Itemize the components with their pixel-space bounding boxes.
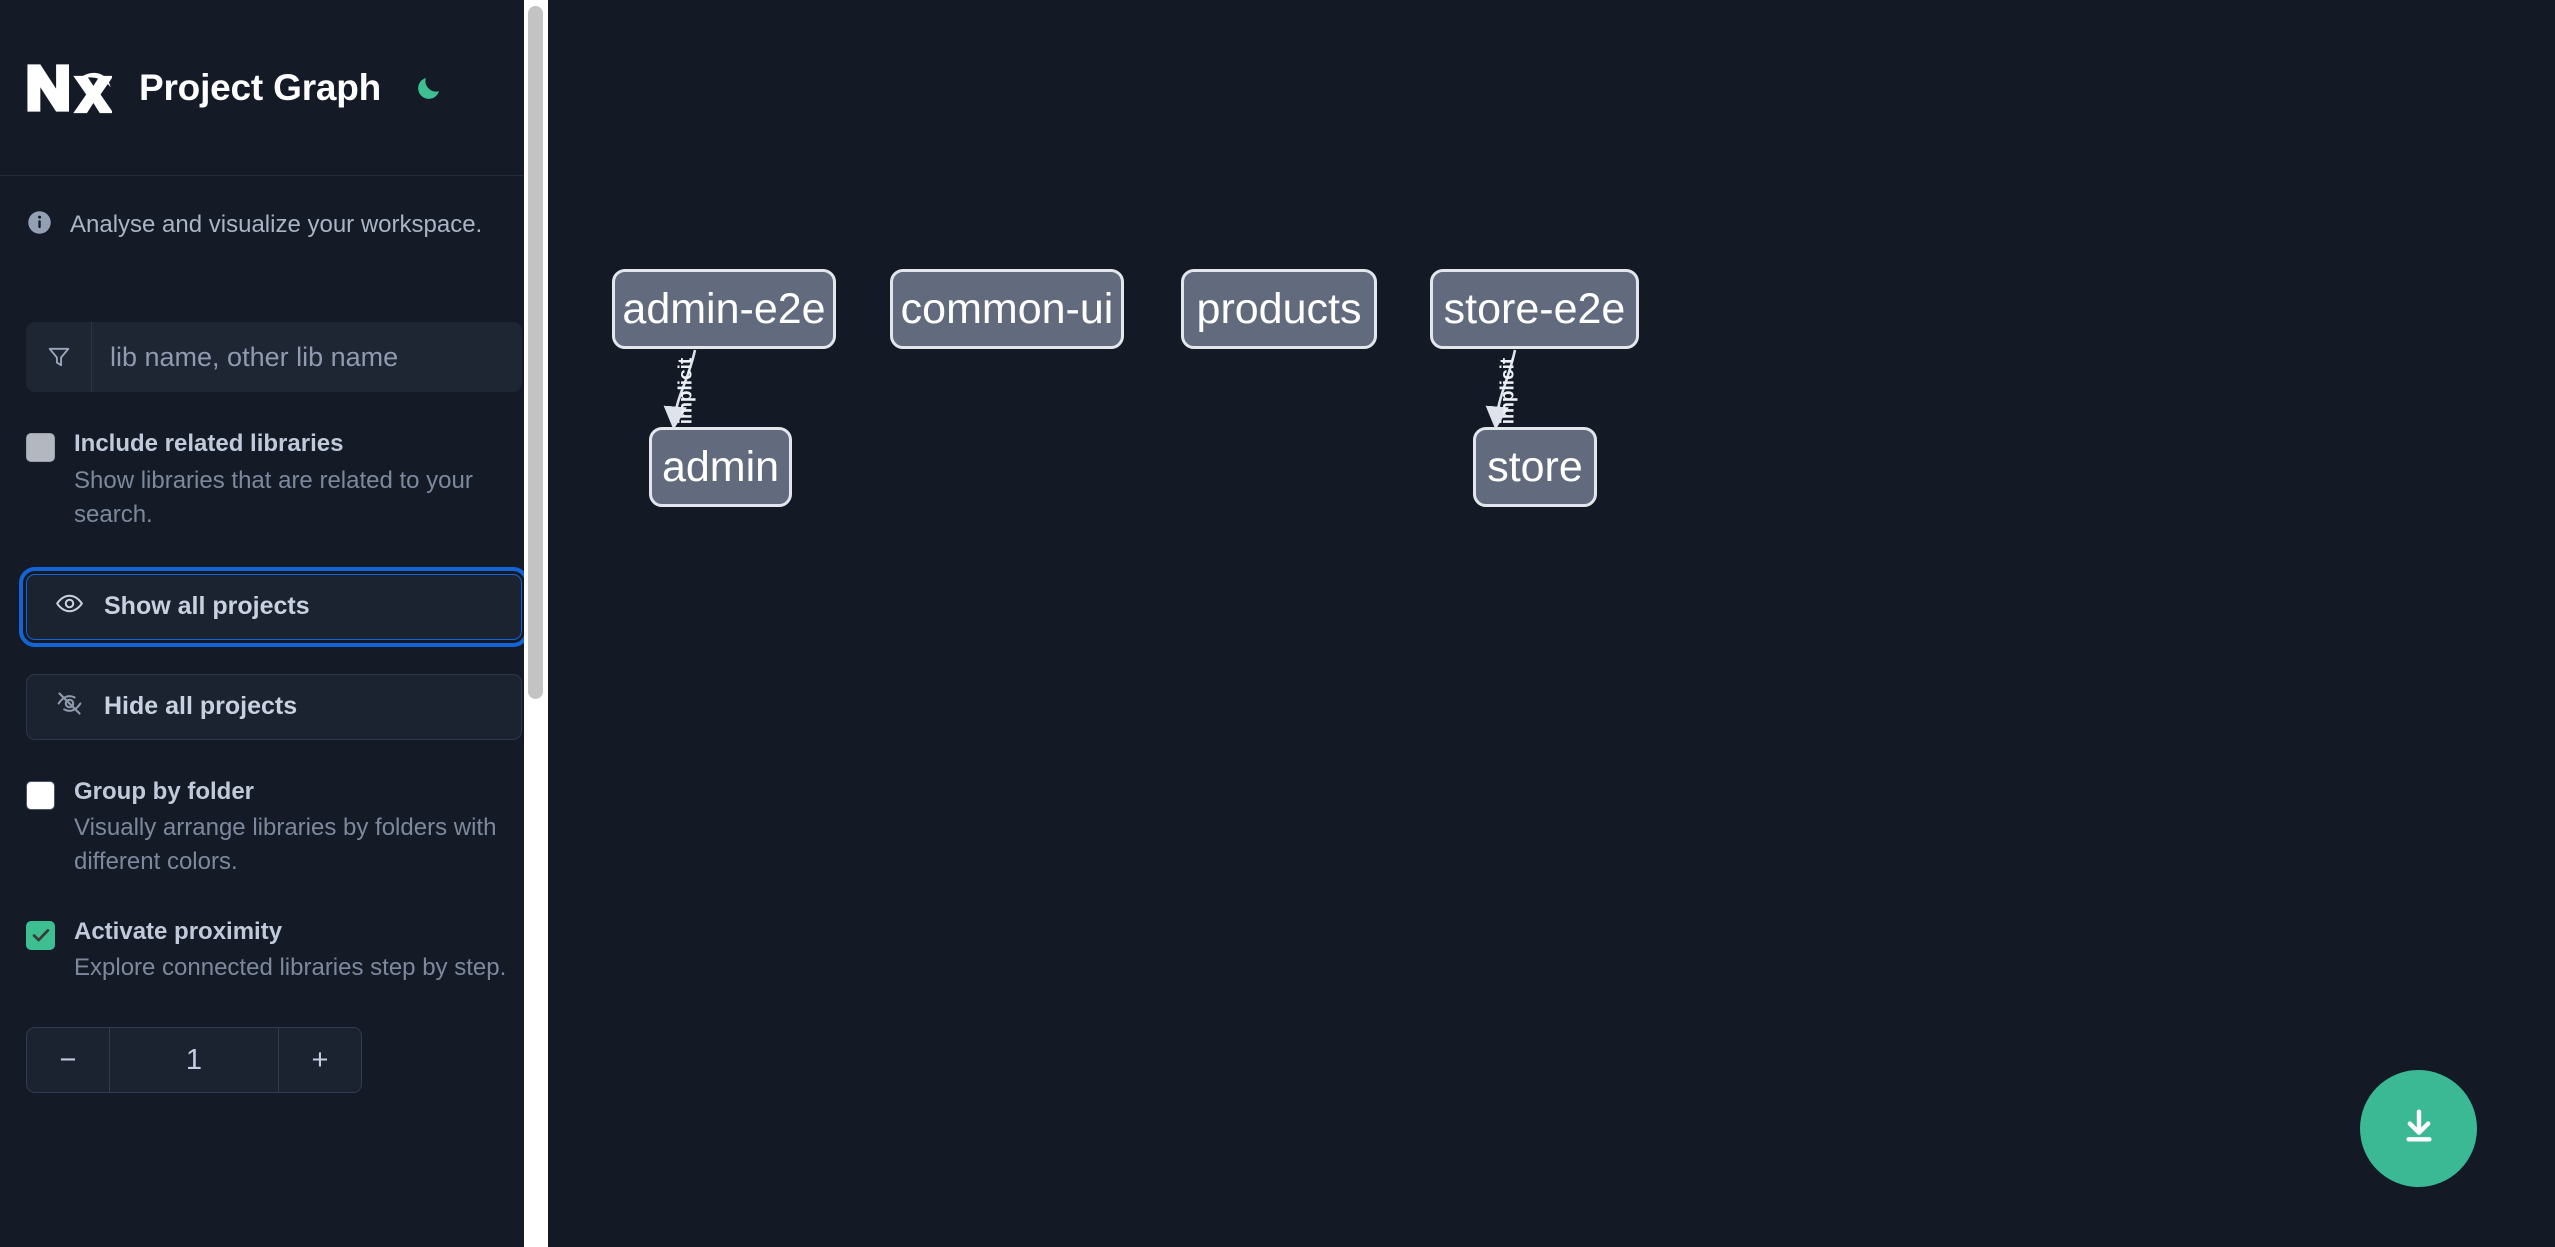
search-input[interactable] (92, 322, 522, 392)
graph-edge-label-store-implicit: implicit (1497, 357, 1519, 425)
graph-node-label: store-e2e (1443, 284, 1626, 333)
group-by-folder-label: Group by folder (74, 777, 254, 805)
show-all-projects-label: Show all projects (104, 592, 310, 621)
proximity-value: 1 (109, 1028, 279, 1093)
proximity-decrement-button[interactable]: − (27, 1028, 109, 1093)
download-icon (2396, 1104, 2442, 1153)
graph-node-label: common-ui (900, 284, 1114, 333)
graph-node-label: store (1487, 442, 1583, 491)
activate-proximity-label: Activate proximity (74, 917, 283, 945)
hide-all-projects-label: Hide all projects (104, 692, 298, 721)
page-title: Project Graph (139, 66, 382, 108)
graph-edge-label-admin-implicit: implicit (675, 357, 697, 425)
tagline: Analyse and visualize your workspace. (26, 176, 522, 274)
show-all-projects-button[interactable]: Show all projects (19, 566, 529, 647)
group-by-folder-description: Visually arrange libraries by folders wi… (74, 814, 497, 876)
option-activate-proximity[interactable]: Activate proximity Explore connected lib… (26, 918, 522, 986)
graph-edges (663, 349, 1517, 430)
visibility-button-group: Show all projects Hide all projects (19, 566, 529, 740)
option-group-by-folder[interactable]: Group by folder Visually arrange librari… (26, 778, 522, 880)
eye-icon (55, 589, 84, 625)
activate-proximity-description: Explore connected libraries step by step… (74, 954, 507, 982)
graph-node-common-ui[interactable]: common-ui (890, 269, 1124, 349)
sidebar: Project Graph Analyse and visualize your… (0, 0, 548, 1247)
graph-node-admin[interactable]: admin (649, 427, 792, 507)
graph-node-store[interactable]: store (1473, 427, 1597, 507)
tagline-text: Analyse and visualize your workspace. (70, 211, 483, 238)
sidebar-header: Project Graph (0, 0, 548, 176)
include-related-libraries-label: Include related libraries (74, 430, 344, 457)
graph-canvas[interactable]: admin-e2e common-ui products store-e2e a… (548, 0, 2555, 1247)
filter-funnel-icon (26, 322, 92, 392)
graph-node-label: admin (661, 442, 780, 491)
moon-icon[interactable] (409, 68, 449, 108)
include-related-libraries-checkbox[interactable] (26, 433, 55, 462)
hide-all-projects-button[interactable]: Hide all projects (26, 673, 522, 740)
group-by-folder-checkbox[interactable] (26, 780, 55, 810)
activate-proximity-checkbox[interactable] (26, 920, 55, 950)
proximity-stepper: − 1 + (26, 1027, 362, 1094)
graph-node-admin-e2e[interactable]: admin-e2e (612, 269, 836, 349)
eye-off-icon (55, 689, 84, 725)
sidebar-scrollbar-thumb[interactable] (528, 6, 543, 699)
include-related-libraries-description: Show libraries that are related to your … (74, 466, 473, 528)
search-bar[interactable] (26, 322, 522, 392)
download-graph-button[interactable] (2360, 1070, 2477, 1187)
nx-logo-icon (26, 60, 114, 116)
sidebar-body: Analyse and visualize your workspace. In… (0, 176, 548, 1094)
graph-node-products[interactable]: products (1181, 269, 1377, 349)
info-icon (26, 209, 53, 241)
option-include-related-libraries[interactable]: Include related libraries Show libraries… (26, 430, 522, 532)
graph-node-label: admin-e2e (622, 284, 826, 333)
proximity-increment-button[interactable]: + (279, 1028, 361, 1093)
graph-node-store-e2e[interactable]: store-e2e (1430, 269, 1639, 349)
graph-node-label: products (1196, 284, 1362, 333)
sidebar-scrollbar[interactable] (524, 0, 548, 1247)
